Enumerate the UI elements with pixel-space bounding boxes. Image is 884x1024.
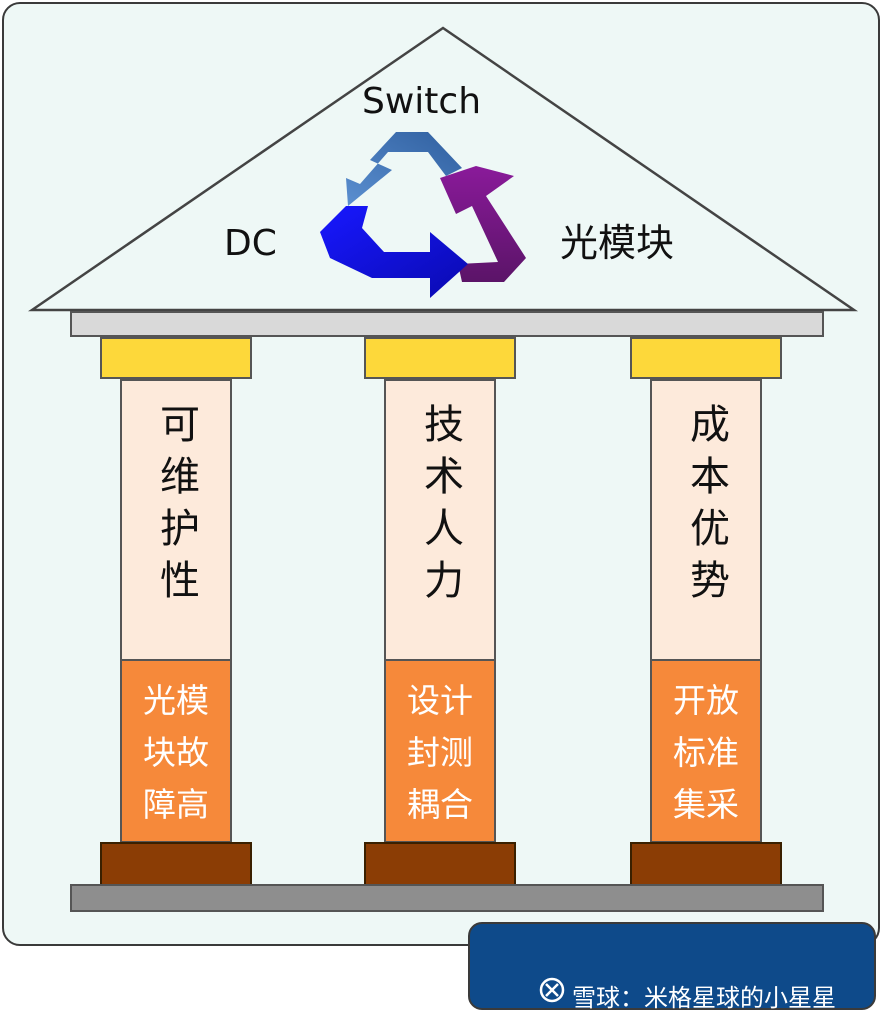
watermark-logo-icon (539, 977, 565, 1003)
pillar-3-lower-line: 标准 (673, 733, 739, 772)
pillar-1-lower-line: 光模 (143, 681, 209, 720)
pillar-3-capital (630, 337, 782, 379)
pillar-1-lower: 光模 块故 障高 (120, 659, 232, 843)
watermark-box (468, 922, 876, 1010)
entablature-beam (70, 311, 824, 337)
arrow-top-segment (346, 132, 462, 206)
pillar-2-lower-line: 设计 (407, 681, 473, 720)
pillar-2-lower-line: 耦合 (407, 785, 473, 824)
base-stylobate (70, 884, 824, 912)
pillar-3-upper: 成本优势 (650, 379, 762, 661)
pillar-2-capital (364, 337, 516, 379)
pillar-1-capital (100, 337, 252, 379)
pillar-2-upper: 技术人力 (384, 379, 496, 661)
roof-label-dc: DC (224, 223, 277, 264)
arrow-right-segment (440, 166, 526, 282)
watermark-text: 雪球：米格星球的小星星 (572, 984, 836, 1012)
pillar-1-lower-line: 块故 (143, 733, 209, 772)
pillar-1-plinth (100, 842, 252, 886)
pillar-3-plinth (630, 842, 782, 886)
pillar-1-lower-line: 障高 (143, 785, 209, 824)
pillar-2-upper-text: 技术人力 (417, 403, 463, 611)
pillar-3-upper-text: 成本优势 (683, 403, 729, 611)
pillar-3-lower: 开放 标准 集采 (650, 659, 762, 843)
pillar-3-lower-line: 集采 (673, 785, 739, 824)
pillar-2-lower: 设计 封测 耦合 (384, 659, 496, 843)
roof-label-optical-module: 光模块 (560, 221, 675, 265)
pillar-1-upper: 可维护性 (120, 379, 232, 661)
pillar-2-plinth (364, 842, 516, 886)
pillar-2-lower-line: 封测 (407, 733, 473, 772)
recycle-cycle-icon (320, 132, 526, 298)
pillar-1-upper-text: 可维护性 (153, 403, 199, 611)
roof-label-switch: Switch (362, 81, 482, 122)
pillar-3-lower-line: 开放 (673, 681, 739, 720)
arrow-left-segment (320, 206, 468, 298)
